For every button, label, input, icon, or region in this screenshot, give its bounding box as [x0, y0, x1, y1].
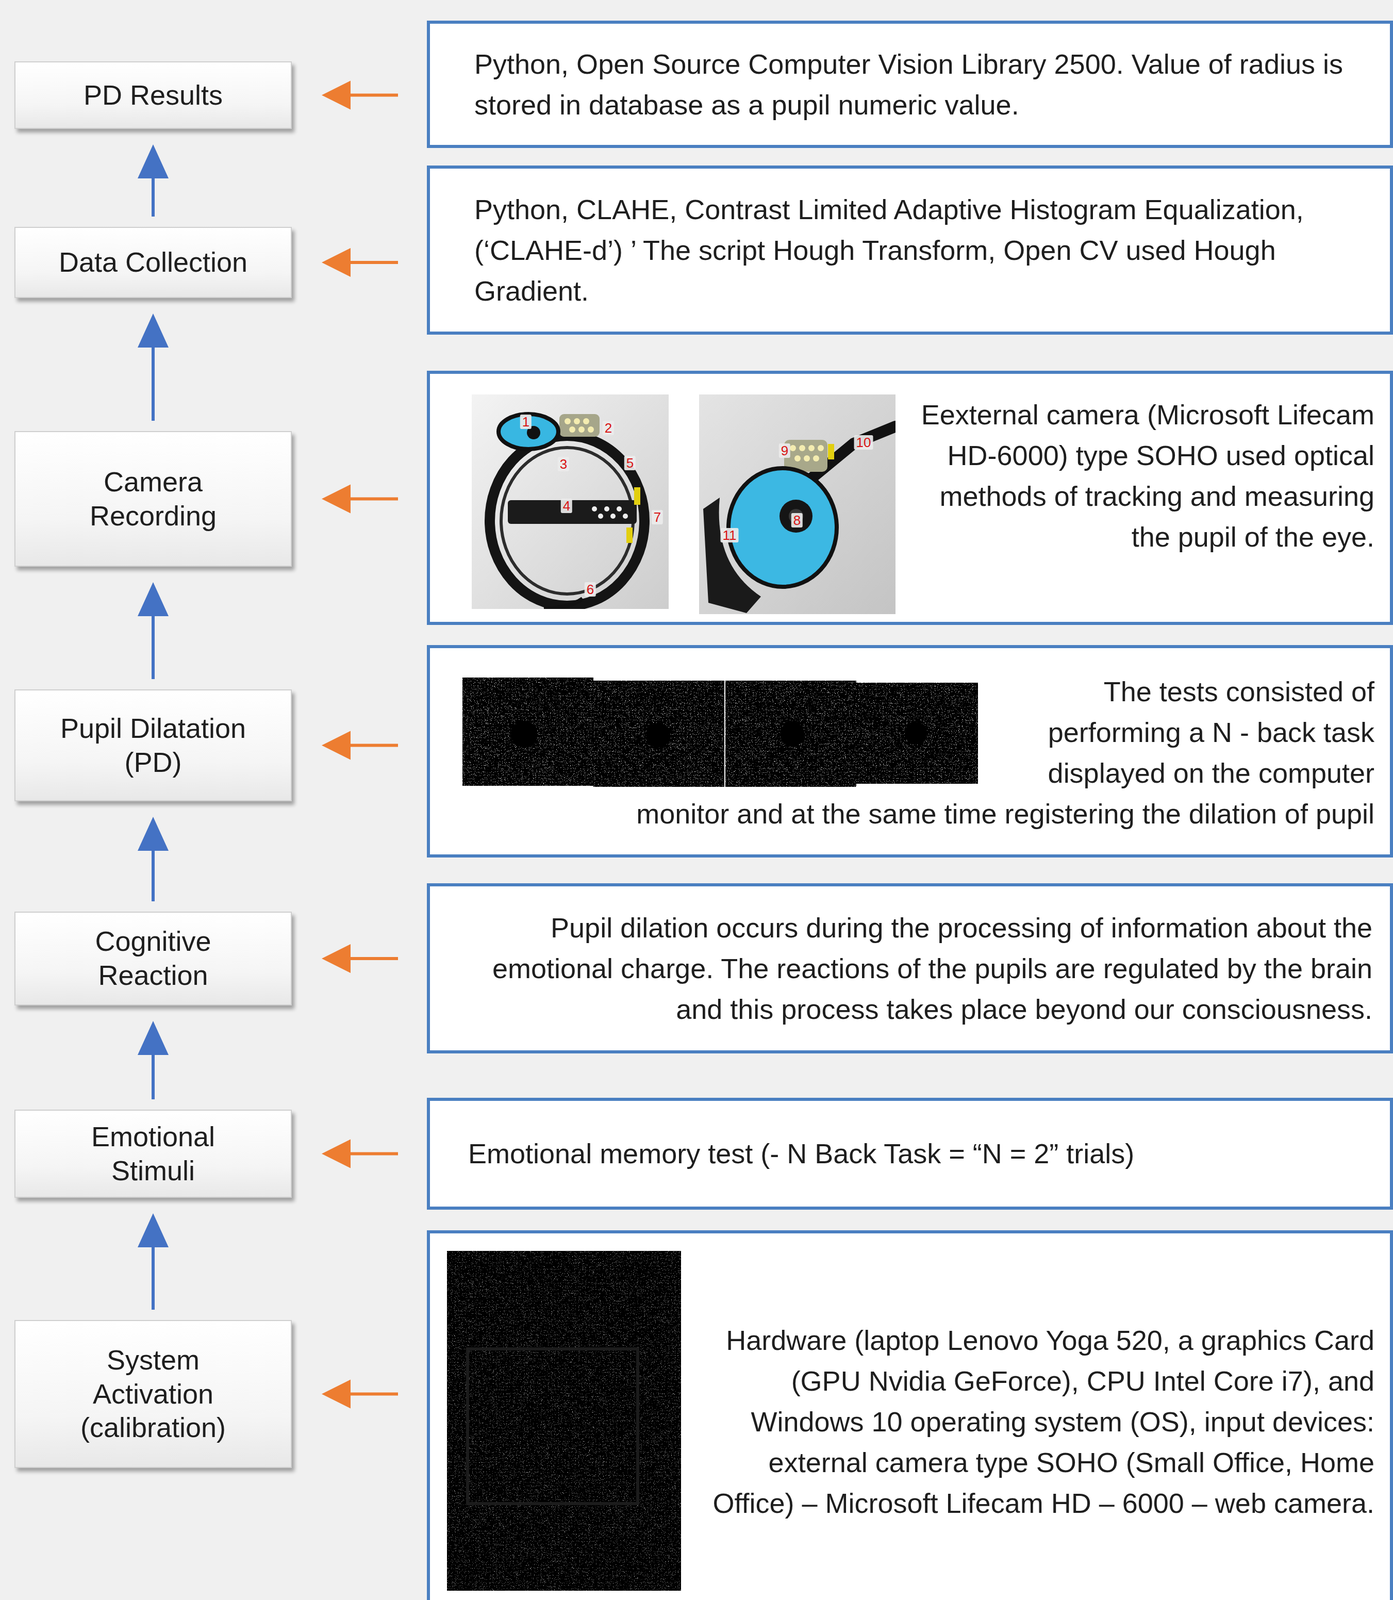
callout-number: 4 [560, 498, 573, 513]
pupil-image [462, 677, 978, 787]
flow-arrow [137, 313, 169, 421]
callout-number: 5 [624, 455, 636, 471]
step-box: Camera Recording [14, 430, 292, 567]
arrow-line [347, 93, 398, 97]
callout-number: 2 [602, 420, 615, 436]
flow-arrow [137, 816, 169, 902]
arrow-line [151, 1243, 155, 1310]
camera-photo [699, 394, 896, 615]
flow-arrow [321, 1379, 398, 1409]
arrow-head [137, 1213, 169, 1248]
step-box: Cognitive Reaction [14, 911, 292, 1006]
arrow-head [137, 816, 169, 851]
arrow-line [151, 847, 155, 902]
arrow-line [347, 743, 398, 748]
step-box: System Activation (calibration) [14, 1319, 292, 1468]
flow-arrow [321, 1139, 398, 1169]
step-box: PD Results [14, 61, 292, 129]
description-text: Python, Open Source Computer Vision Libr… [474, 43, 1375, 126]
callout-number: 10 [854, 435, 874, 450]
arrow-head [137, 144, 169, 179]
description-text: Emotional memory test (- N Back Task = “… [468, 1133, 1375, 1174]
arrow-line [347, 1152, 398, 1156]
step-label: Emotional Stimuli [65, 1119, 241, 1188]
step-box: Emotional Stimuli [14, 1109, 292, 1198]
callout-number: 7 [651, 509, 663, 525]
callout-number: 1 [520, 414, 532, 429]
arrow-head [321, 484, 351, 514]
callout-number: 9 [778, 443, 791, 458]
arrow-line [151, 343, 155, 421]
callout-number: 8 [791, 512, 803, 528]
flow-arrow [137, 144, 169, 217]
step-box: Pupil Dilatation (PD) [14, 689, 292, 802]
arrow-line [347, 497, 398, 501]
description-box: Emotional memory test (- N Back Task = “… [426, 1097, 1393, 1210]
step-label: Data Collection [58, 245, 248, 280]
description-text: Eexternal camera (Microsoft Lifecam HD-6… [916, 394, 1375, 558]
callout-number: 3 [557, 456, 570, 472]
description-text: Pupil dilation occurs during the process… [445, 907, 1373, 1030]
pupil-image-group [462, 671, 978, 794]
arrow-head [321, 943, 351, 973]
arrow-line [151, 612, 155, 679]
step-label: Cognitive Reaction [68, 924, 239, 993]
description-box: Python, CLAHE, Contrast Limited Adaptive… [426, 165, 1393, 335]
flow-arrow [321, 731, 398, 760]
calibration-image-group [446, 1250, 682, 1591]
description-text: Hardware (laptop Lenovo Yoga 520, a grap… [701, 1319, 1375, 1524]
arrow-head [321, 80, 351, 110]
flow-arrow [321, 484, 398, 514]
description-text: Python, CLAHE, Contrast Limited Adaptive… [474, 189, 1375, 312]
step-label: Pupil Dilatation (PD) [44, 711, 262, 780]
description-box: The tests consisted of performing a N - … [426, 644, 1393, 858]
arrow-line [151, 1051, 155, 1100]
step-label: System Activation (calibration) [75, 1342, 231, 1446]
arrow-line [347, 260, 398, 264]
description-text: The tests consisted of performing a N - … [429, 671, 1375, 835]
flow-arrow [321, 80, 398, 110]
description-box: Pupil dilation occurs during the process… [426, 883, 1393, 1054]
arrow-head [137, 582, 169, 617]
arrow-line [347, 956, 398, 960]
flow-arrow [321, 247, 398, 277]
arrow-head [137, 313, 169, 348]
arrow-head [321, 247, 351, 277]
arrow-line [347, 1392, 398, 1396]
arrow-head [321, 731, 351, 760]
arrow-line [151, 174, 155, 217]
callout-number: 6 [584, 582, 596, 597]
arrow-head [321, 1139, 351, 1169]
flow-arrow [137, 1213, 169, 1310]
step-label: PD Results [83, 78, 223, 113]
description-box: 1 2 3 4 5 6 7 9 10 8 11 Eexternal camera… [426, 370, 1393, 625]
arrow-head [137, 1020, 169, 1055]
description-box: Hardware (laptop Lenovo Yoga 520, a grap… [426, 1230, 1393, 1600]
callout-number: 11 [720, 527, 739, 543]
photo-group: 1 2 3 4 5 6 7 9 10 8 11 [471, 394, 896, 617]
step-label: Camera Recording [68, 465, 239, 534]
arrow-head [321, 1379, 351, 1409]
flow-arrow [137, 1020, 169, 1100]
step-box: Data Collection [14, 226, 292, 298]
calibration-image [446, 1250, 682, 1591]
description-box: Python, Open Source Computer Vision Libr… [426, 20, 1393, 148]
flow-arrow [321, 943, 398, 973]
flow-arrow [137, 582, 169, 679]
